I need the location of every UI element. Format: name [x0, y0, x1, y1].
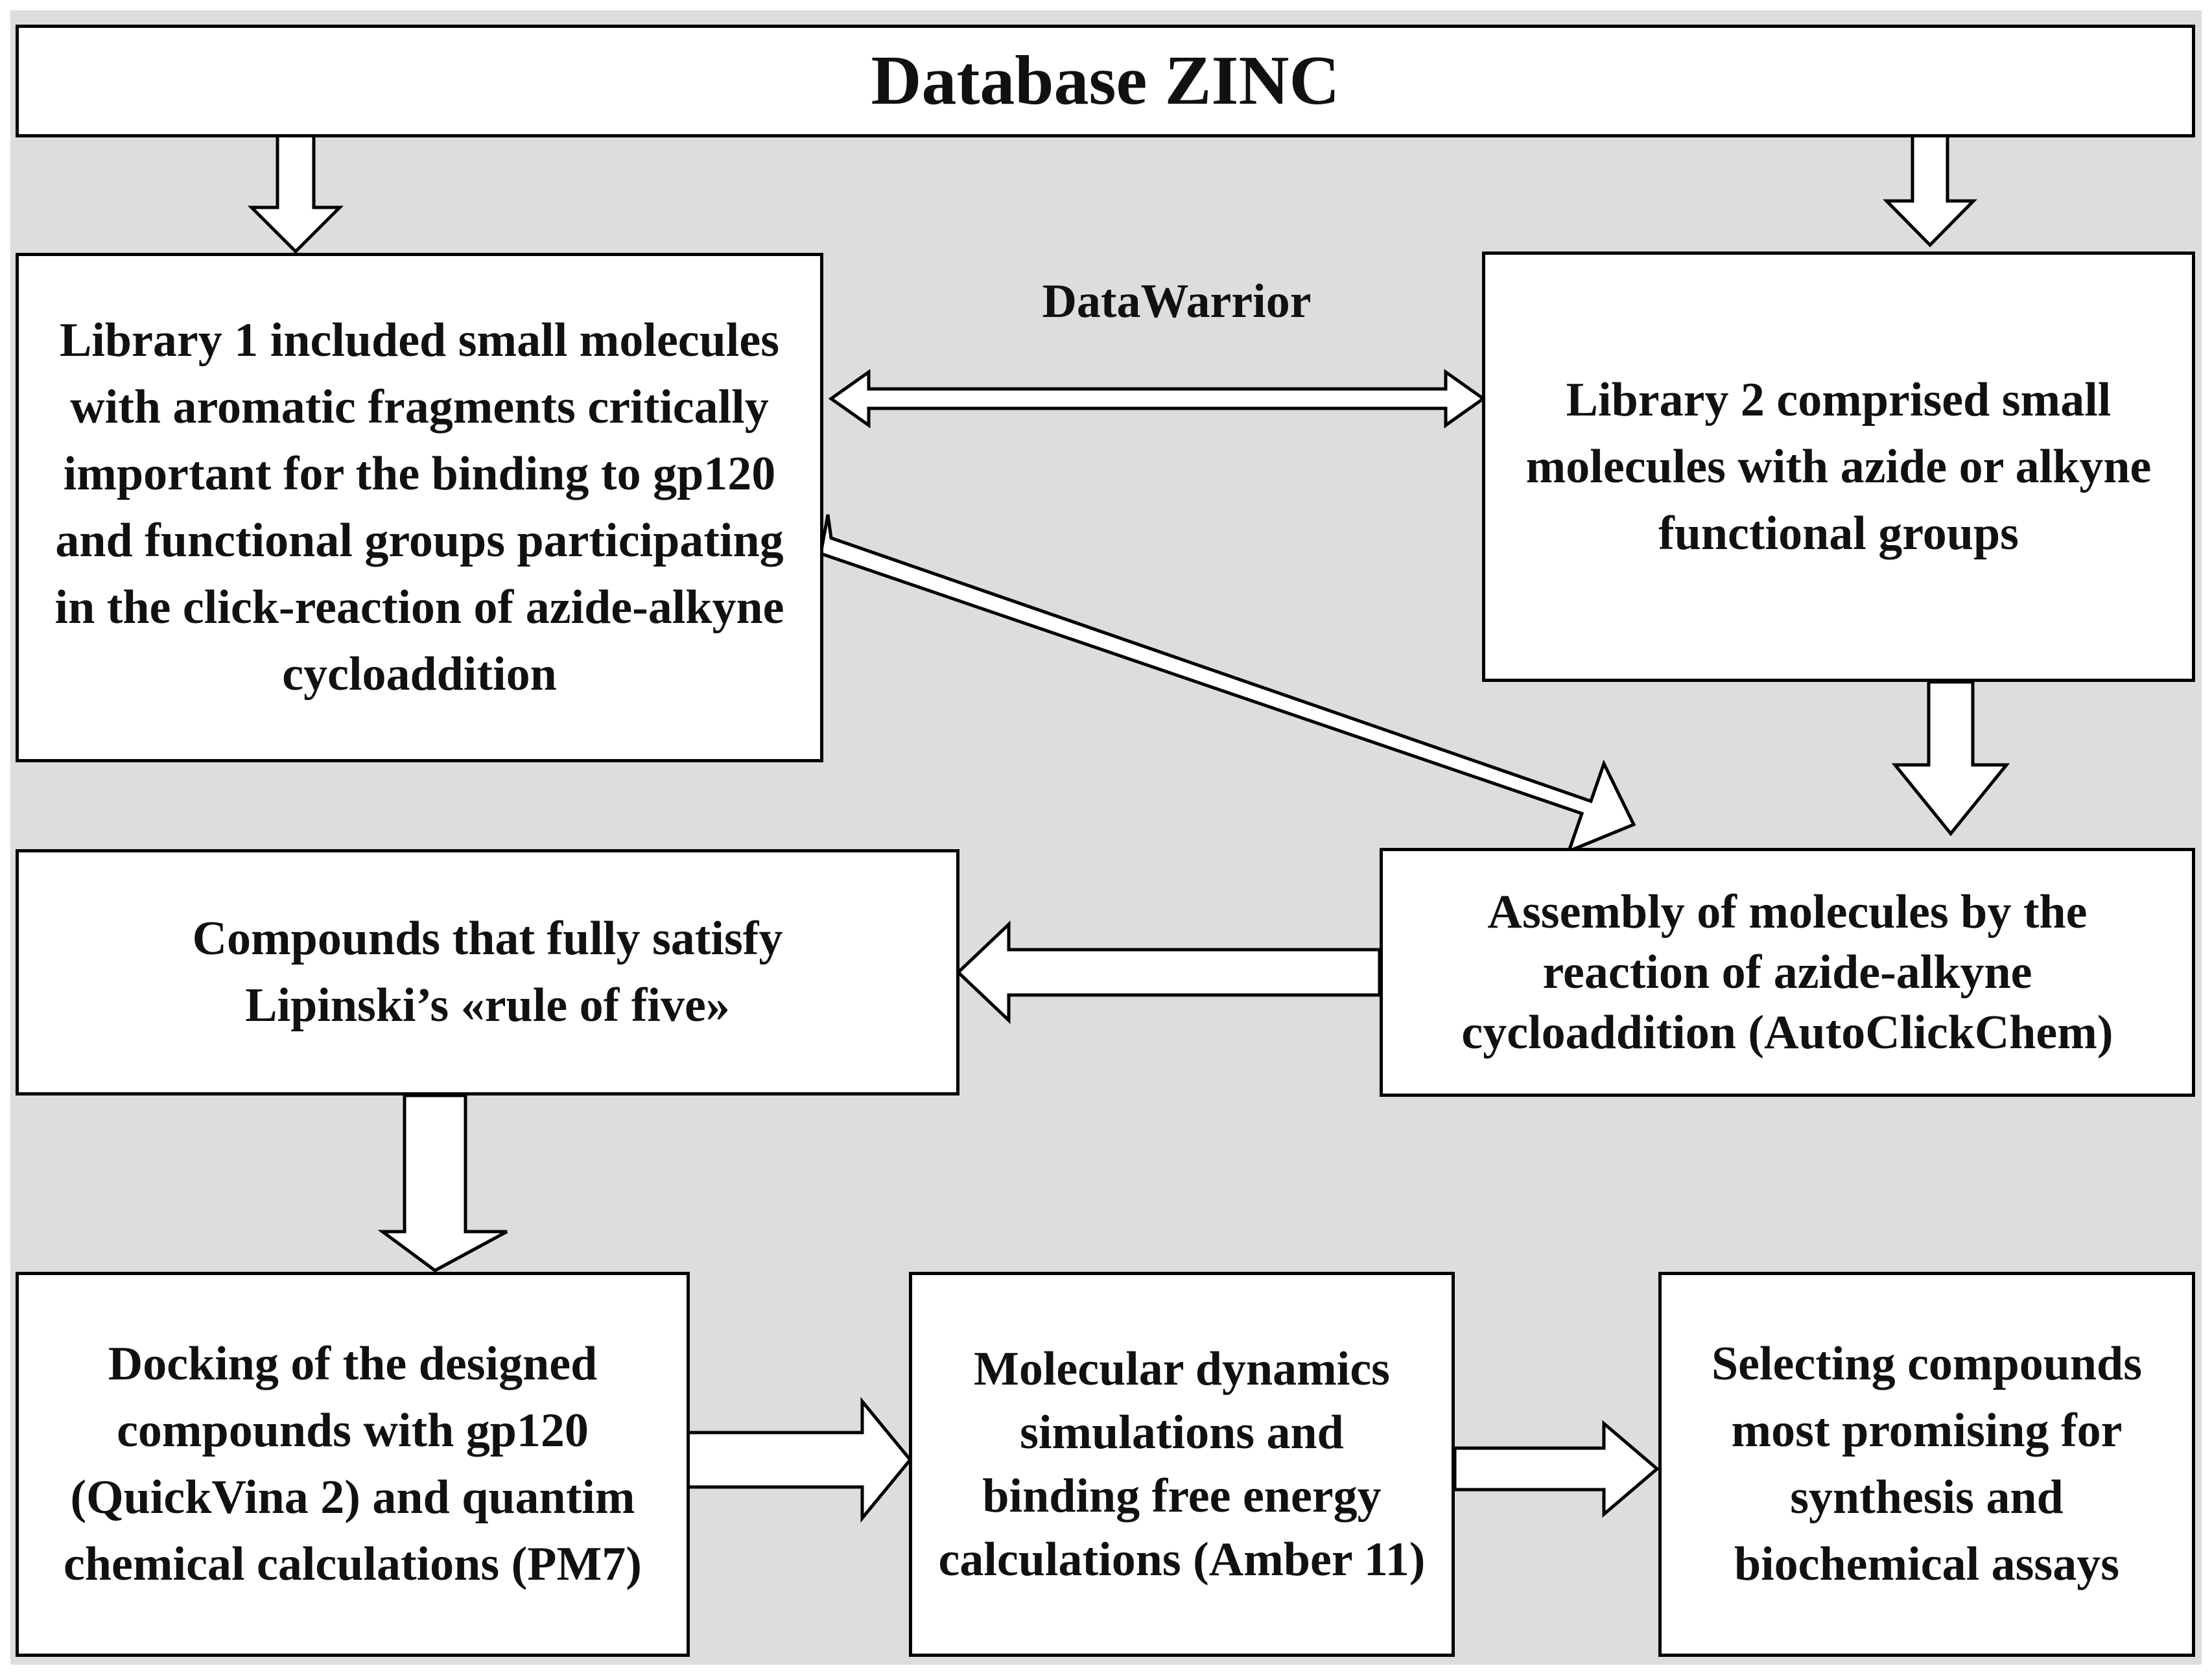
library1-text: Library 1 included small molecules with … — [54, 314, 784, 701]
docking-box: Docking of the designed compounds with g… — [16, 1272, 690, 1657]
database-zinc-box: Database ZINC — [16, 25, 2195, 137]
md-box: Molecular dynamics simulations and bindi… — [909, 1272, 1455, 1657]
arrow-docking-to-md — [685, 1397, 913, 1523]
library1-box: Library 1 included small molecules with … — [16, 253, 823, 762]
library2-text: Library 2 comprised small molecules with… — [1525, 373, 2152, 560]
arrow-library1-library2-bidirectional — [828, 369, 1487, 428]
arrow-lipinski-to-docking — [377, 1094, 508, 1272]
library2-box: Library 2 comprised small molecules with… — [1482, 252, 2195, 682]
datawarrior-label: DataWarrior — [1042, 275, 1312, 328]
selecting-box: Selecting compounds most promising for s… — [1658, 1272, 2195, 1657]
arrow-md-to-selecting — [1453, 1420, 1660, 1518]
selecting-text: Selecting compounds most promising for s… — [1711, 1337, 2142, 1591]
lipinski-text: Compounds that fully satisfy Lipinski’s … — [192, 912, 783, 1032]
arrow-assembly-to-lipinski — [956, 920, 1382, 1024]
arrow-zinc-to-library1 — [247, 133, 344, 254]
arrow-zinc-to-library2 — [1883, 133, 1977, 248]
assembly-box: Assembly of molecules by the reaction of… — [1380, 848, 2195, 1097]
assembly-text: Assembly of molecules by the reaction of… — [1461, 885, 2113, 1059]
docking-text: Docking of the designed compounds with g… — [64, 1337, 642, 1591]
arrow-library2-to-assembly — [1891, 680, 2010, 836]
lipinski-box: Compounds that fully satisfy Lipinski’s … — [16, 849, 959, 1095]
md-text: Molecular dynamics simulations and bindi… — [938, 1342, 1426, 1586]
database-zinc-title: Database ZINC — [871, 42, 1340, 119]
arrow-library1-to-assembly — [819, 514, 1636, 854]
